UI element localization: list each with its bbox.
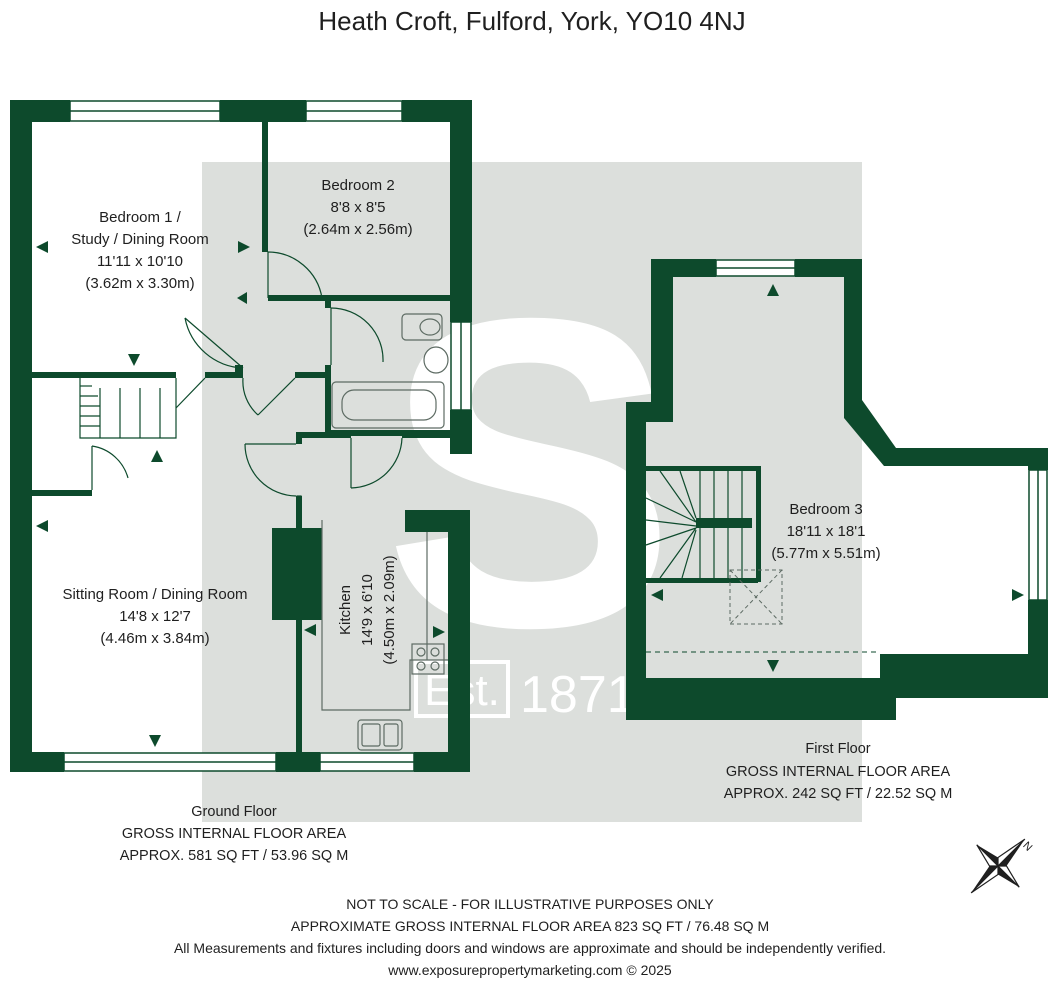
kitchen-metric: (4.50m x 2.09m) <box>381 555 398 664</box>
page-title: Heath Croft, Fulford, York, YO10 4NJ <box>318 6 745 36</box>
sitting-imperial: 14'8 x 12'7 <box>119 608 191 625</box>
footer-measurements-note: All Measurements and fixtures including … <box>174 940 886 956</box>
bedroom3-name: Bedroom 3 <box>789 501 862 518</box>
ground-floor-walls <box>10 100 472 772</box>
bathroom-fixtures <box>331 313 449 429</box>
footer-total-area: APPROXIMATE GROSS INTERNAL FLOOR AREA 82… <box>291 918 769 934</box>
first-floor-plan <box>626 259 1048 720</box>
bedroom1-metric: (3.62m x 3.30m) <box>85 275 194 292</box>
first-floor-area-title: GROSS INTERNAL FLOOR AREA <box>726 764 951 780</box>
room-sitting: Sitting Room / Dining Room 14'8 x 12'7 (… <box>62 586 247 647</box>
ground-floor-label: Ground Floor <box>191 804 277 820</box>
bedroom1-imperial: 11'11 x 10'10 <box>97 253 183 270</box>
bedroom2-imperial: 8'8 x 8'5 <box>331 199 386 216</box>
room-bedroom2: Bedroom 2 8'8 x 8'5 (2.64m x 2.56m) <box>303 177 412 238</box>
first-floor-wall-right <box>795 259 1048 470</box>
bedroom2-name: Bedroom 2 <box>321 177 394 194</box>
compass-icon <box>970 838 1026 894</box>
loft-hatch <box>729 569 783 625</box>
bedroom1-name-line2: Study / Dining Room <box>71 231 209 248</box>
kitchen-imperial: 14'9 x 6'10 <box>359 574 376 646</box>
first-floor-area: APPROX. 242 SQ FT / 22.52 SQ M <box>724 786 953 802</box>
bedroom3-imperial: 18'11 x 18'1 <box>787 523 866 540</box>
room-bedroom1: Bedroom 1 / Study / Dining Room 11'11 x … <box>71 209 209 292</box>
room-bedroom3: Bedroom 3 18'11 x 18'1 (5.77m x 5.51m) <box>771 501 880 562</box>
room-kitchen: Kitchen 14'9 x 6'10 (4.50m x 2.09m) <box>337 555 398 664</box>
sitting-metric: (4.46m x 3.84m) <box>100 630 209 647</box>
ground-floor-doors <box>91 251 403 523</box>
first-floor-wall-left <box>626 259 1048 720</box>
ground-floor-stairs <box>79 377 206 439</box>
first-floor-stairs <box>645 466 761 583</box>
bedroom1-name-line1: Bedroom 1 / <box>99 209 182 226</box>
ground-floor-caption: Ground Floor GROSS INTERNAL FLOOR AREA A… <box>120 804 349 864</box>
ground-floor-arrows <box>36 241 445 747</box>
first-floor-windows <box>715 259 1048 601</box>
ground-floor-plan <box>10 100 472 772</box>
ground-floor-area: APPROX. 581 SQ FT / 53.96 SQ M <box>120 848 349 864</box>
ground-floor-area-title: GROSS INTERNAL FLOOR AREA <box>122 826 347 842</box>
footer-disclaimer: NOT TO SCALE - FOR ILLUSTRATIVE PURPOSES… <box>346 896 714 912</box>
bedroom3-metric: (5.77m x 5.51m) <box>771 545 880 562</box>
first-floor-arrows <box>651 284 1024 672</box>
kitchen-name: Kitchen <box>337 585 354 635</box>
ground-floor-windows <box>63 100 472 772</box>
watermark-year: 1871 <box>520 666 636 724</box>
kitchen-fixtures <box>321 520 448 751</box>
first-floor-caption: First Floor GROSS INTERNAL FLOOR AREA AP… <box>724 741 953 802</box>
footer-website: www.exposurepropertymarketing.com © 2025 <box>387 962 672 978</box>
sitting-name: Sitting Room / Dining Room <box>62 586 247 603</box>
footer: NOT TO SCALE - FOR ILLUSTRATIVE PURPOSES… <box>174 896 886 978</box>
first-floor-label: First Floor <box>805 741 870 757</box>
bedroom2-metric: (2.64m x 2.56m) <box>303 221 412 238</box>
